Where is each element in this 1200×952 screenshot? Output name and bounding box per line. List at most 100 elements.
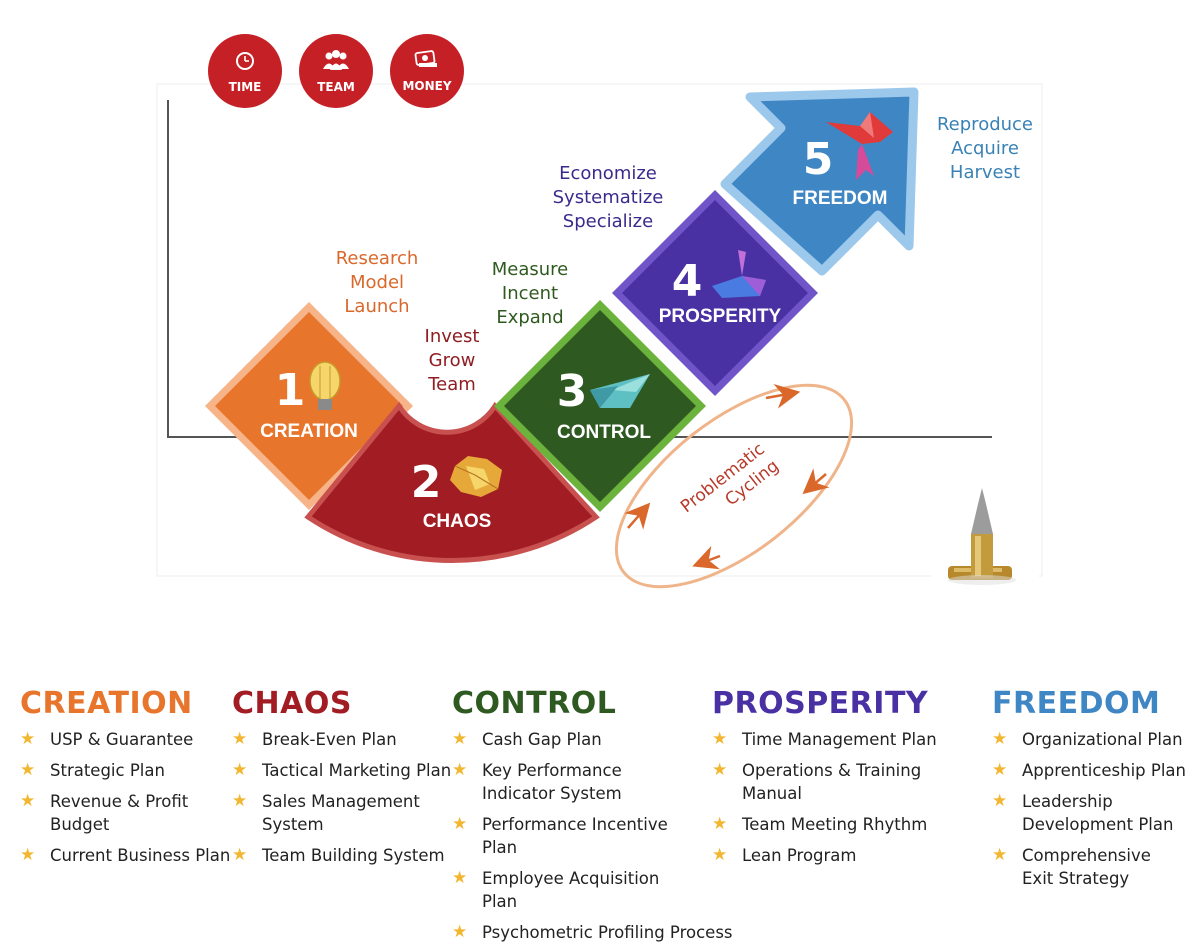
star-icon: ★ [712, 814, 728, 834]
note-line: Team [427, 374, 476, 395]
note-line: Model [350, 272, 404, 293]
star-icon: ★ [992, 729, 1008, 749]
list-item: ★ Operations & Training Manual [712, 759, 974, 805]
column-prosperity: PROSPERITY ★ Time Management Plan ★ Operat… [712, 684, 974, 875]
stage-number: 3 [557, 366, 588, 417]
star-icon: ★ [992, 760, 1008, 780]
note-line: Grow [429, 350, 476, 371]
list-item: ★Leadership Development Plan [992, 790, 1182, 836]
list-item: ★Cash Gap Plan [452, 728, 692, 751]
business-stages-diagram: TIME TEAM MONEY 1 CREATION 2 [156, 34, 1043, 600]
item-label: Lean Program [742, 846, 857, 865]
note-line: Invest [425, 326, 480, 347]
item-label: Comprehensive Exit Strategy [1022, 846, 1151, 888]
star-icon: ★ [452, 760, 468, 780]
item-label: Revenue & Profit Budget [50, 792, 189, 834]
star-icon: ★ [452, 868, 468, 888]
star-icon: ★ [20, 845, 36, 865]
item-label: Current Business Plan [50, 846, 231, 865]
note-line: Launch [344, 296, 409, 317]
list-item: ★Team Building System [232, 844, 472, 867]
star-icon: ★ [712, 845, 728, 865]
list-item: ★ Employee Acquisition Plan [452, 867, 692, 913]
plan-list: ★ USP & Guarantee ★ Strategic Plan ★ Revenu… [20, 728, 260, 867]
star-icon: ★ [20, 760, 36, 780]
stage-label: FREEDOM [793, 188, 888, 209]
column-heading: FREEDOM [992, 686, 1161, 721]
item-label: Leadership Development Plan [1022, 792, 1174, 834]
item-label: Break-Even Plan [262, 730, 397, 749]
plan-list: ★Break-Even Plan ★Tactical Marketing Pla… [232, 728, 472, 867]
list-item: ★ Performance Incentive Plan [452, 813, 692, 859]
plan-list: ★Organizational Plan ★ Apprenticeship Pla… [992, 728, 1192, 890]
note-line: Systematize [553, 187, 664, 208]
column-creation: CREATION ★USP & Guarantee ★Strategic Pla… [20, 684, 260, 875]
badge-label: MONEY [402, 79, 451, 93]
team-icon [323, 50, 349, 70]
badge-time: TIME [208, 34, 282, 108]
stage-number: 5 [803, 134, 834, 185]
column-heading: PROSPERITY [712, 686, 929, 721]
list-item: ★Organizational Plan [992, 728, 1192, 751]
paper-boat-icon [590, 374, 650, 408]
list-item: ★ USP & Guarantee [20, 728, 200, 751]
item-label: Employee Acquisition Plan [482, 869, 660, 911]
stage-label: CONTROL [557, 422, 651, 443]
stage-label: PROSPERITY [659, 306, 782, 327]
star-icon: ★ [712, 729, 728, 749]
item-label: Psychometric Profiling Process [482, 923, 733, 942]
stage-prosperity: 4 PROSPERITY [612, 190, 818, 396]
item-label: Sales Management System [262, 792, 420, 834]
item-label: Time Management Plan [742, 730, 937, 749]
item-label: Apprenticeship Plan [1022, 761, 1187, 780]
stage-label: CREATION [260, 421, 358, 442]
list-item: ★ Time Management Plan [712, 728, 974, 751]
note-line: Specialize [563, 211, 653, 232]
star-icon: ★ [452, 814, 468, 834]
column-heading: CHAOS [232, 686, 352, 721]
list-item: ★ Comprehensive Exit Strategy [992, 844, 1162, 890]
note-line: Acquire [951, 138, 1019, 159]
item-label: Operations & Training Manual [742, 761, 922, 803]
list-item: ★ Current Business Plan [20, 844, 260, 867]
note-line: Economize [559, 163, 657, 184]
list-item: ★ Sales Management System [232, 790, 452, 836]
note-line: Measure [492, 259, 569, 280]
chaos-notes: Invest Grow Team [425, 326, 480, 395]
bullet-cartridges-image [931, 488, 1039, 600]
star-icon: ★ [452, 922, 468, 942]
item-label: Performance Incentive Plan [482, 815, 668, 857]
control-notes: Measure Incent Expand [492, 259, 569, 328]
star-icon: ★ [20, 791, 36, 811]
column-control: CONTROL ★Cash Gap Plan ★Key Performance … [452, 684, 733, 952]
money-icon [414, 50, 437, 67]
star-icon: ★ [232, 791, 248, 811]
item-label: Strategic Plan [50, 761, 165, 780]
item-label: Team Meeting Rhythm [742, 815, 928, 834]
clock-icon [236, 52, 254, 70]
list-item: ★ Revenue & Profit Budget [20, 790, 220, 836]
stage-control: 3 CONTROL [494, 300, 706, 512]
badge-team: TEAM [299, 34, 373, 108]
note-line: Incent [502, 283, 558, 304]
item-label: Key Performance Indicator System [482, 761, 622, 803]
star-icon: ★ [20, 729, 36, 749]
column-chaos: CHAOS ★Break-Even Plan ★Tactical Marketi… [232, 684, 472, 875]
star-icon: ★ [712, 760, 728, 780]
badge-money: MONEY [390, 34, 464, 108]
star-icon: ★ [992, 845, 1008, 865]
list-item: ★Break-Even Plan [232, 728, 472, 751]
stage-number: 4 [672, 256, 703, 307]
list-item: ★ Psychometric Profiling Process [452, 921, 742, 944]
badge-label: TEAM [317, 80, 355, 94]
stage-freedom: 5 FREEDOM [720, 87, 919, 276]
star-icon: ★ [232, 760, 248, 780]
stage-chaos: 2 CHAOS [304, 401, 600, 563]
lightbulb-icon [309, 361, 341, 410]
stage-number: 2 [411, 457, 442, 508]
freedom-notes: Reproduce Acquire Harvest [937, 114, 1033, 183]
diagram-frame [156, 83, 1043, 577]
item-label: USP & Guarantee [50, 730, 194, 749]
paper-bird-icon [826, 112, 893, 180]
note-line: Research [336, 248, 419, 269]
